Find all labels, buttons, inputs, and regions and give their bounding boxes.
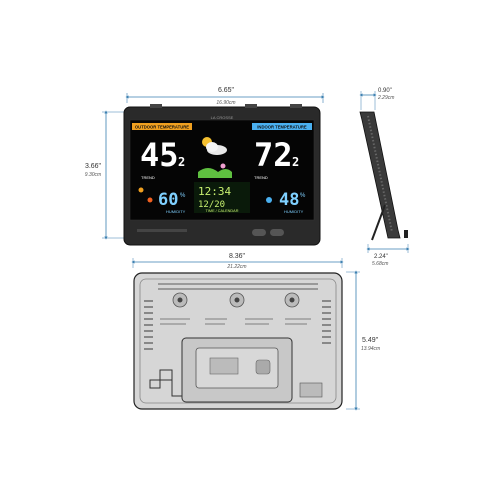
vent-slots-right [322,300,331,344]
high-icon [147,197,153,203]
indoor-label-bg [252,123,312,130]
calendar-date: 12/20 [198,200,225,210]
home-icon [266,197,272,203]
time-calendar-label: TIME / CALENDAR [206,209,239,213]
low-icon [138,187,144,193]
front-view: 6.65" 16.90cm 3.66" 9.30cm LA CROSSE OUT… [85,87,325,246]
side-depth-cm: 2.29cm [377,95,394,101]
indoor-humidity-label: HUMIDITY [284,209,304,214]
front-width-inches: 6.65" [218,87,235,94]
kickstand [371,204,386,241]
indoor-temperature-label: INDOOR TEMPERATURE [257,125,307,130]
outdoor-temperature-label: OUTDOOR TEMPERATURE [135,125,189,130]
outdoor-temperature-decimal: 2 [178,155,185,169]
grass-icon [198,168,232,178]
outdoor-humidity-unit: % [180,193,186,199]
front-button-left[interactable] [252,229,266,236]
outdoor-label-bg [132,123,192,130]
side-view: 0.90" 2.29cm 2.24" 5.68cm [359,88,410,267]
front-height-inches: 3.66" [85,163,102,170]
front-button-right[interactable] [270,229,284,236]
front-width-cm: 16.90cm [216,100,235,106]
side-ports [149,369,182,397]
stand-depth-inches: 2.24" [374,254,388,260]
vent-slots-left [144,300,153,350]
wall-mount-keyholes [172,292,300,308]
indoor-humidity-unit: % [300,193,306,199]
time-panel [194,182,250,213]
outdoor-humidity-value: 60 [158,190,178,210]
clock-time: 12:34 [198,185,231,198]
outdoor-humidity-label: HUMIDITY [166,209,186,214]
label-blocks [160,318,311,325]
top-ribs [158,283,318,290]
outdoor-temperature-value: 45 [140,136,179,174]
outdoor-trend-label: TREND [141,175,155,180]
back-height-inches: 5.49" [362,337,379,344]
indoor-temperature-value: 72 [254,136,293,174]
front-height-cm: 9.30cm [85,172,101,178]
back-height-cm: 13.94cm [361,346,380,352]
side-depth-inches: 0.90" [378,88,392,94]
flower-icon [220,163,226,169]
stand-depth-cm: 5.68cm [372,261,388,267]
indoor-trend-label: TREND [254,175,268,180]
back-width-cm: 21.22cm [226,264,246,270]
brand-logo: LA CROSSE [211,115,234,120]
forecast-cloud-icon [198,137,232,178]
back-width-inches: 8.36" [229,253,246,260]
back-view: 8.36" 21.22cm 5.49" 13.94cm [131,253,380,411]
back-label-sticker [299,382,323,398]
indoor-humidity-value: 48 [279,190,299,210]
indoor-temperature-decimal: 2 [292,155,299,169]
